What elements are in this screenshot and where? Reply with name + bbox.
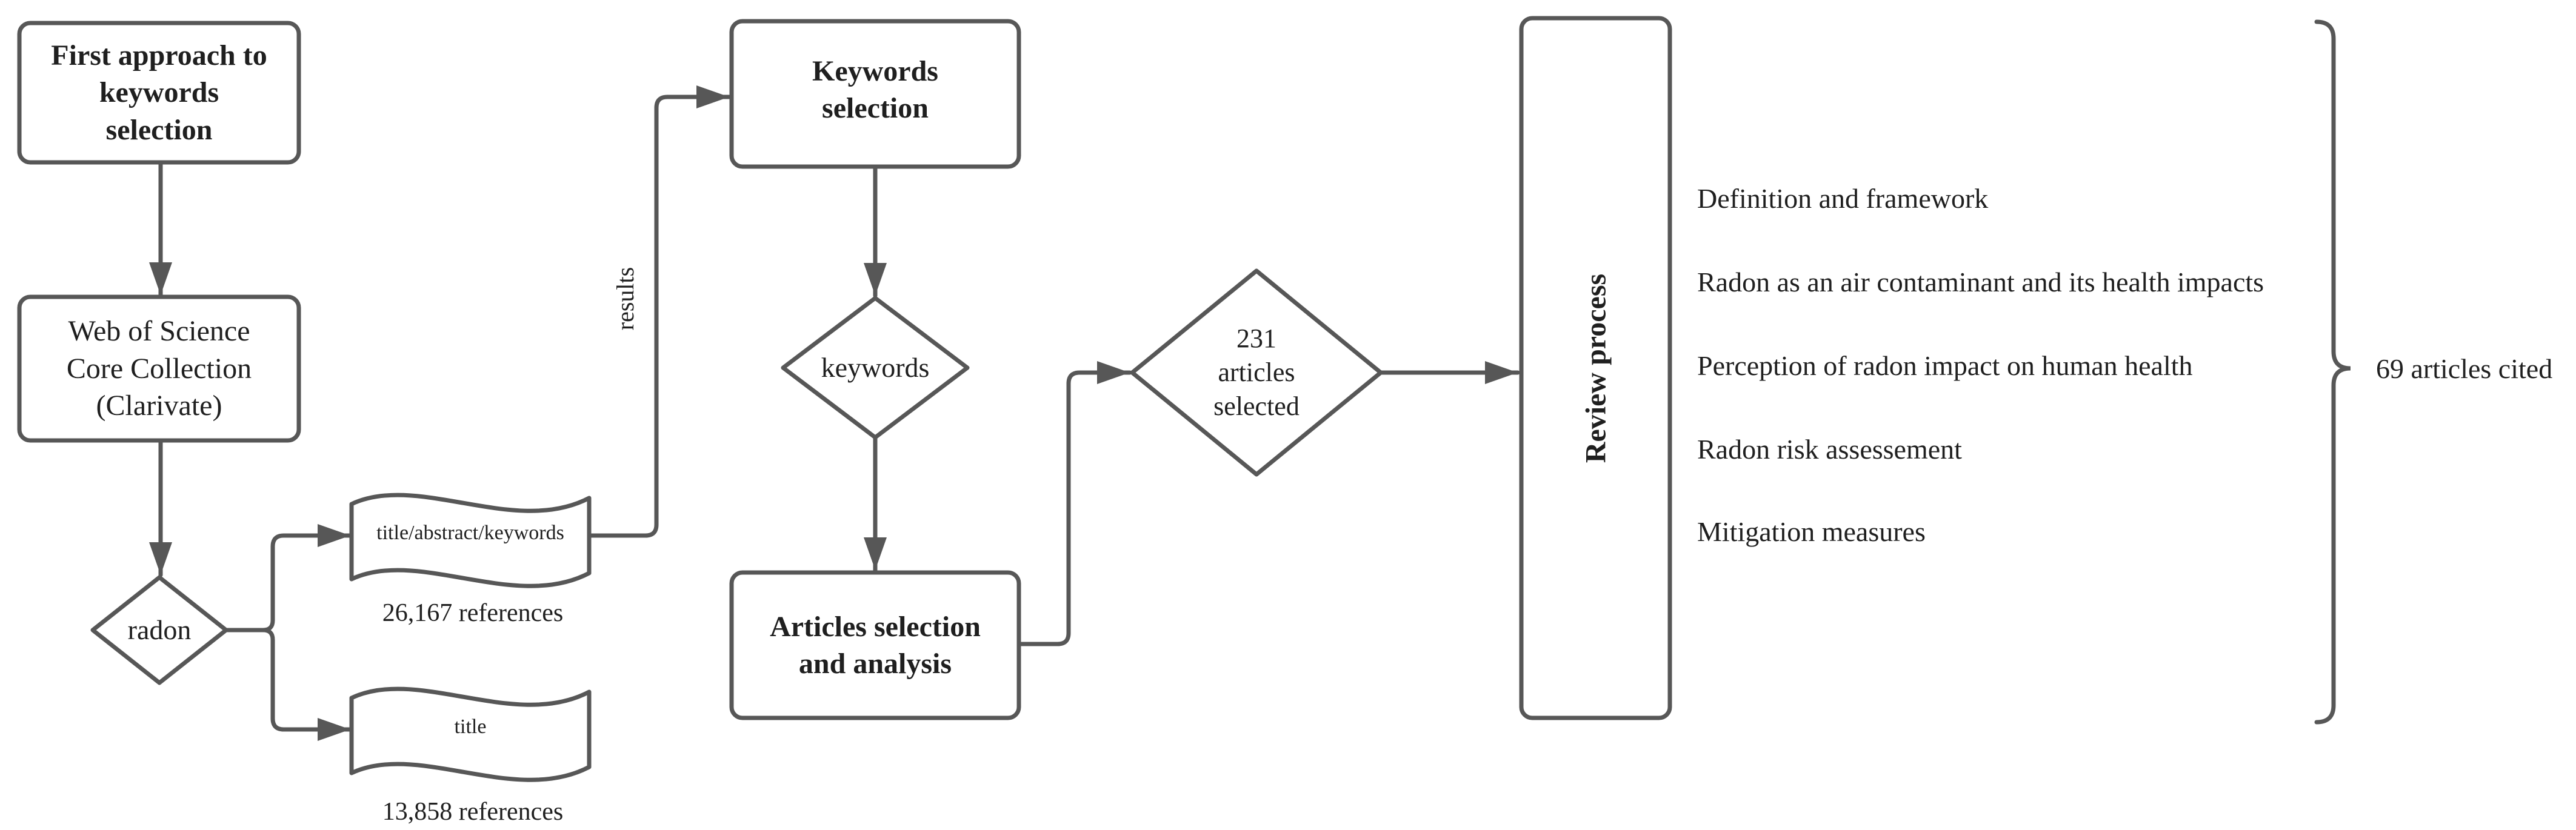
topic-mitigation-measures: Mitigation measures	[1697, 516, 1926, 547]
review-process-box-label: Review process	[1580, 273, 1612, 463]
articles-cited-label: 69 articles cited	[2376, 353, 2553, 384]
topic-perception-radon-impact: Perception of radon impact on human heal…	[1697, 350, 2193, 381]
keywords-diamond-label: keywords	[821, 352, 930, 383]
results-edge-label: results	[612, 267, 639, 331]
articles-selected-diamond-shape	[1130, 268, 1383, 477]
tape-title-abstract-keywords-shape	[349, 493, 592, 588]
tape-title-abstract-keywords-label: title/abstract/keywords	[376, 521, 564, 544]
review-process-box-shape	[1519, 16, 1672, 720]
tape-title-shape	[349, 686, 592, 782]
articles-selection-box-shape	[729, 570, 1021, 720]
topic-radon-air-contaminant: Radon as an air contaminant and its heal…	[1697, 266, 2264, 297]
curly-brace	[2314, 19, 2351, 725]
first-approach-box-shape	[17, 21, 301, 165]
topic-radon-risk-assessement: Radon risk assessement	[1697, 433, 1962, 465]
edge-radon-to-tape-bottom	[261, 628, 353, 741]
articles-selected-diamond-label: 231 articles selected	[1213, 324, 1300, 421]
keywords-diamond-shape	[781, 296, 970, 440]
articles-selection-box-label: Articles selection and analysis	[770, 610, 981, 680]
radon-diamond-label: radon	[127, 614, 192, 646]
references-26167-label: 26,167 references	[382, 599, 564, 627]
tape-title-label: title	[454, 715, 487, 738]
wos-box-shape	[17, 294, 301, 443]
keywords-selection-box-shape	[729, 19, 1021, 169]
wos-box-label: Web of Science Core Collection (Clarivat…	[66, 315, 252, 422]
edge-radon-to-tape-top	[261, 524, 353, 632]
edge-results-to-keywords-selection	[587, 85, 732, 538]
keywords-selection-box-label: Keywords selection	[812, 55, 938, 124]
radon-diamond-shape	[90, 575, 229, 685]
topic-definition-framework: Definition and framework	[1697, 182, 1989, 214]
references-13858-label: 13,858 references	[382, 797, 564, 826]
first-approach-box-label: First approach to keywords selection	[51, 39, 267, 146]
edge-articles-selection-to-231	[1016, 361, 1132, 646]
